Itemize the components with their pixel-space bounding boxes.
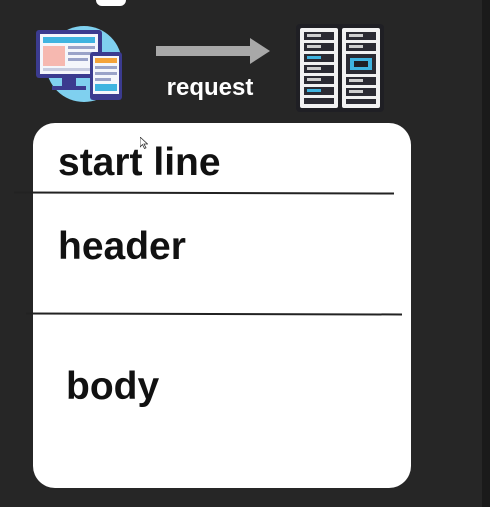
mouse-pointer-icon bbox=[140, 137, 148, 149]
message-card bbox=[33, 123, 411, 488]
section-label-header: header bbox=[58, 225, 186, 268]
arrow-right-icon bbox=[156, 38, 270, 64]
section-label-start-line: start line bbox=[58, 141, 221, 184]
server-rack-icon bbox=[296, 24, 384, 112]
cropped-title-fragment bbox=[96, 0, 126, 6]
desktop-and-tablet-icon bbox=[36, 26, 122, 102]
right-edge-strip bbox=[482, 0, 490, 507]
section-label-body: body bbox=[66, 365, 160, 408]
request-label: request bbox=[166, 74, 254, 101]
